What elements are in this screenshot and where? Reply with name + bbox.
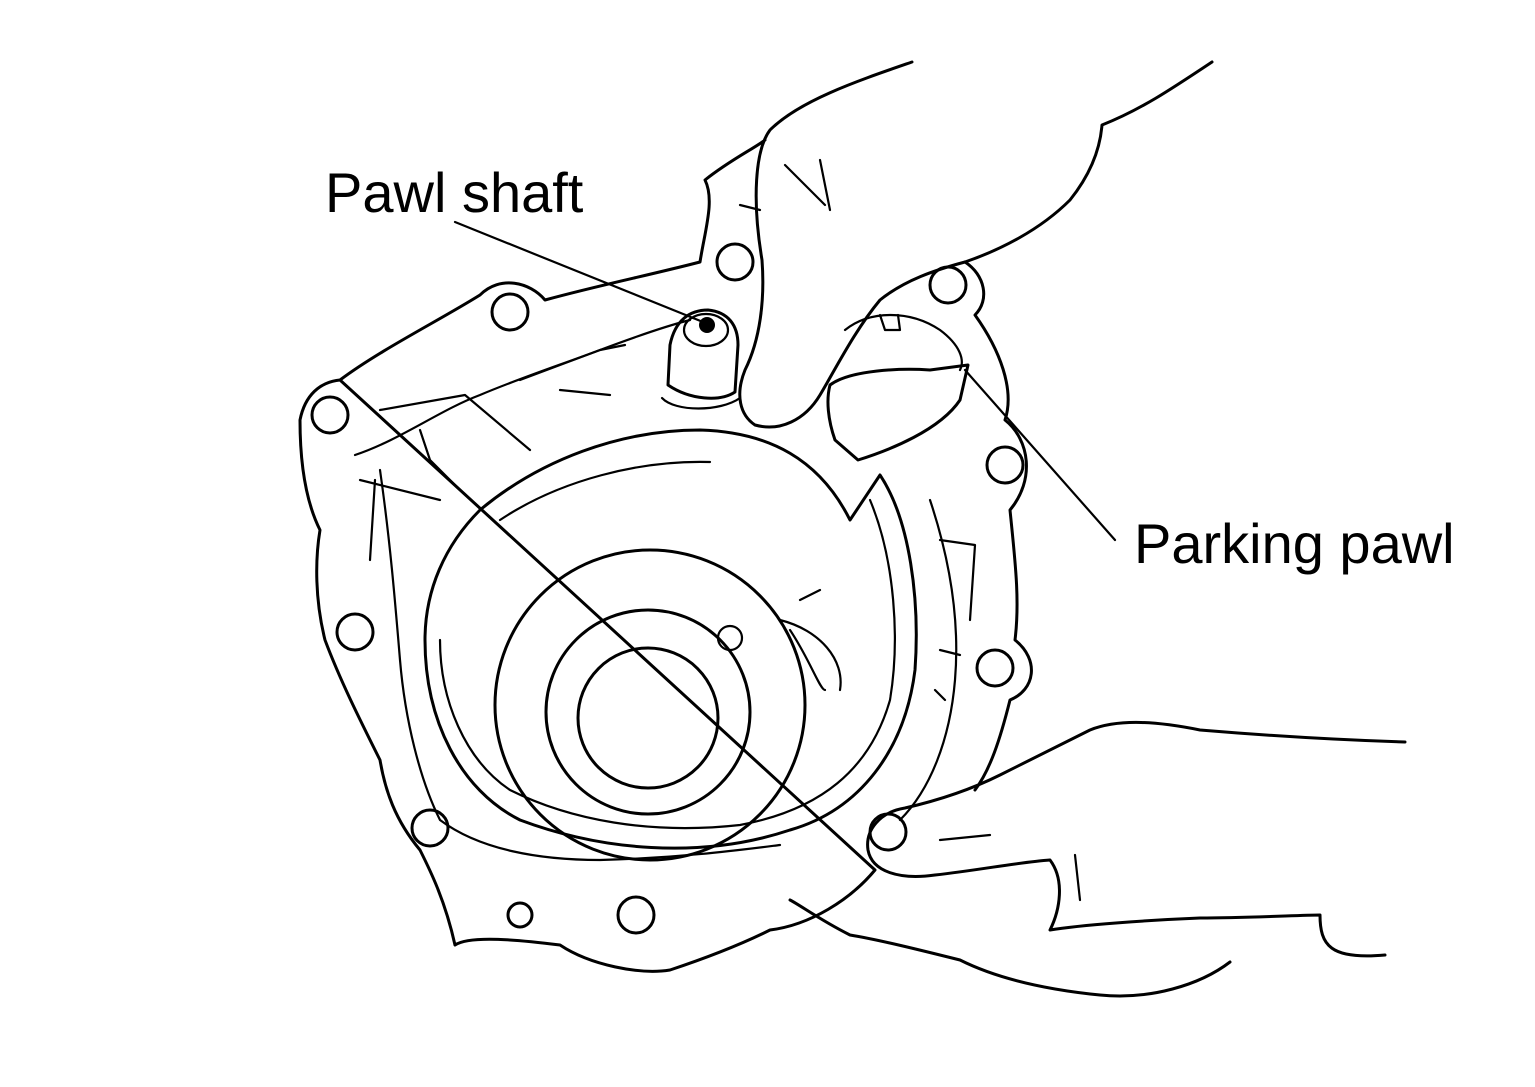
lower-hand (788, 720, 1407, 998)
lower-hand-creases (938, 833, 1082, 902)
case-ribs (358, 343, 977, 702)
parking-pawl (826, 313, 970, 462)
parking-pawl-leader (963, 368, 1117, 542)
pawl-shaft-leader (453, 220, 705, 324)
hub-ring-outer (493, 548, 807, 862)
small-hole (716, 624, 744, 652)
hub-ring-inner (576, 646, 720, 790)
case-flange-outline (298, 138, 1033, 973)
pawl-shaft-label: Pawl shaft (325, 161, 584, 224)
bore-outer-ring (423, 428, 918, 850)
bolt-holes (310, 242, 1025, 935)
parking-pawl-label: Parking pawl (1134, 512, 1455, 575)
upper-hand-creases (738, 158, 832, 212)
flange-inner-contour (353, 318, 958, 862)
hub-ring-middle (544, 608, 752, 816)
bore-inner-ring (438, 460, 896, 830)
upper-hand (738, 60, 1214, 429)
bore-detail-curve (778, 588, 842, 692)
